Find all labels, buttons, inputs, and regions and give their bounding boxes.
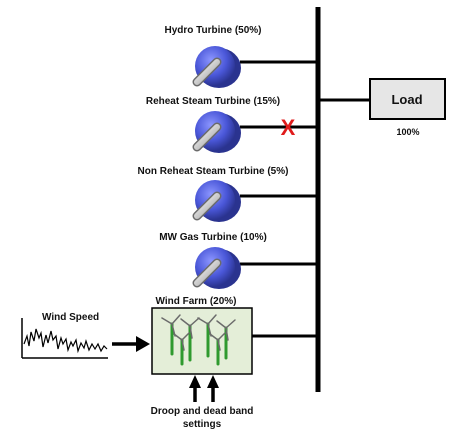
hydro-turbine-icon xyxy=(192,46,241,88)
hydro-turbine-label: Hydro Turbine (50%) xyxy=(164,25,261,36)
gas-turbine-label: MW Gas Turbine (10%) xyxy=(159,232,267,243)
wind-speed-signal xyxy=(23,328,108,354)
wind-farm-box xyxy=(151,307,253,375)
nonreheat-turbine-icon xyxy=(192,180,241,222)
droop-label-line1: Droop and dead band xyxy=(151,406,254,417)
disconnect-x-mark: X xyxy=(281,115,296,140)
load-percent: 100% xyxy=(396,127,419,137)
load-box xyxy=(369,78,446,120)
gas-turbine-icon xyxy=(192,247,241,289)
nonreheat-turbine-label: Non Reheat Steam Turbine (5%) xyxy=(138,166,289,177)
droop-arrowhead-right xyxy=(207,375,219,388)
reheat-turbine-label: Reheat Steam Turbine (15%) xyxy=(146,96,280,107)
wind-input-arrowhead xyxy=(136,336,150,352)
droop-label-line2: settings xyxy=(183,419,222,430)
droop-arrowhead-left xyxy=(189,375,201,388)
wind-farm-label: Wind Farm (20%) xyxy=(155,296,236,307)
wind-speed-label: Wind Speed xyxy=(42,312,99,323)
reheat-turbine-icon xyxy=(192,111,241,153)
wind-turbines-icon xyxy=(161,314,236,366)
load-label: Load xyxy=(391,92,422,107)
